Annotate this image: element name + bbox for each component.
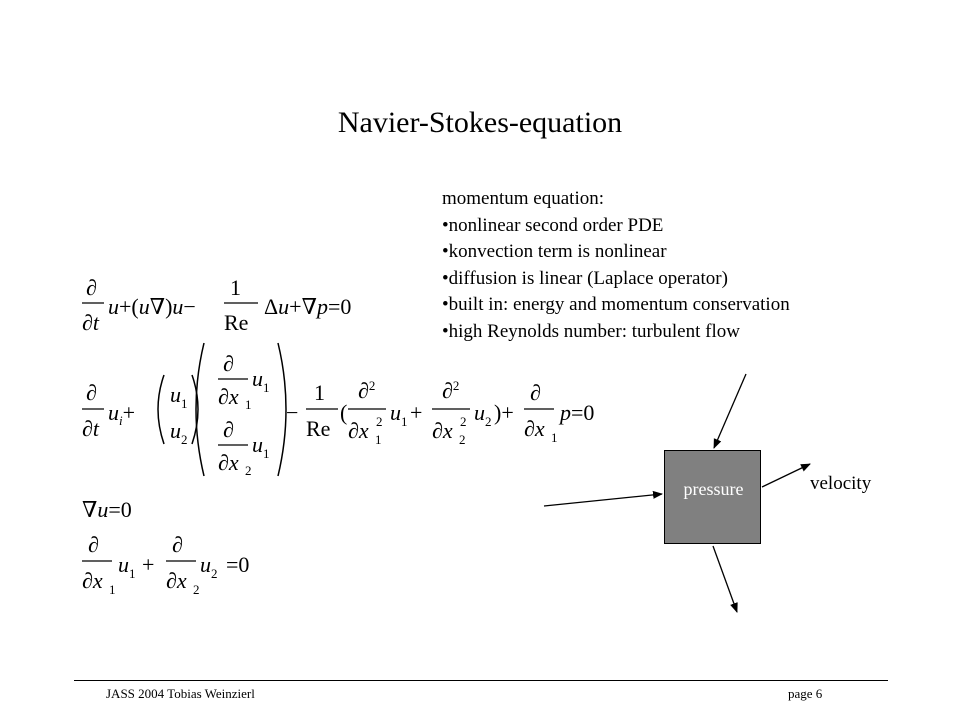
svg-text:∂x: ∂x	[82, 568, 103, 593]
svg-text:+: +	[410, 400, 422, 425]
svg-text:u: u	[200, 552, 211, 577]
svg-text:Re: Re	[224, 310, 248, 335]
arrow-in-left	[543, 490, 663, 507]
svg-text:∇u=0: ∇u=0	[82, 497, 132, 522]
svg-text:∂x: ∂x	[348, 418, 369, 443]
svg-text:u: u	[170, 418, 181, 443]
svg-text:∂: ∂	[223, 417, 234, 442]
svg-text:Δu+∇p=0: Δu+∇p=0	[264, 294, 351, 319]
svg-text:1: 1	[109, 582, 116, 597]
svg-text:∂: ∂	[88, 532, 99, 557]
svg-text:p=0: p=0	[558, 400, 594, 425]
svg-text:2: 2	[245, 463, 252, 478]
svg-text:u+(u∇)u−: u+(u∇)u−	[108, 294, 196, 319]
svg-text:u: u	[390, 400, 401, 425]
svg-text:∂x: ∂x	[218, 450, 239, 475]
slide-title: Navier-Stokes-equation	[337, 106, 623, 139]
note-item: •built in: energy and momentum conservat…	[442, 294, 790, 315]
svg-text:∂x: ∂x	[432, 418, 453, 443]
svg-text:2: 2	[211, 566, 218, 581]
arrow-out-bottom	[712, 545, 738, 613]
note-item: •high Reynolds number: turbulent flow	[442, 320, 740, 342]
svg-text:1: 1	[551, 430, 558, 445]
momentum-equation-vector: ∂ ∂t u+(u∇)u− 1 Re Δu+∇p=0	[82, 275, 351, 335]
svg-text:∂2: ∂2	[442, 378, 459, 403]
svg-text:∂: ∂	[223, 351, 234, 376]
svg-text:∂: ∂	[86, 275, 97, 300]
svg-text:=0: =0	[226, 552, 249, 577]
svg-text:∂t: ∂t	[82, 310, 100, 335]
svg-text:∂x: ∂x	[524, 416, 545, 441]
velocity-label: velocity	[810, 473, 872, 494]
svg-text:)+: )+	[494, 400, 514, 425]
footer-divider	[74, 680, 888, 681]
notes-heading: momentum equation:	[442, 188, 605, 209]
note-item: •nonlinear second order PDE	[442, 214, 664, 236]
svg-text:∂: ∂	[172, 532, 183, 557]
svg-text:u: u	[474, 400, 485, 425]
svg-text:ui+: ui+	[108, 400, 135, 428]
svg-text:2: 2	[459, 432, 466, 447]
svg-text:2: 2	[181, 432, 188, 447]
pressure-label: pressure	[683, 479, 744, 499]
svg-text:∂: ∂	[86, 380, 97, 405]
svg-text:∂t: ∂t	[82, 416, 100, 441]
svg-text:2: 2	[485, 414, 492, 429]
page-number: page 6	[788, 686, 823, 701]
svg-text:∂2: ∂2	[358, 378, 375, 403]
svg-text:1: 1	[245, 397, 252, 412]
svg-text:1: 1	[314, 380, 325, 405]
notes-list: momentum equation: •nonlinear second ord…	[442, 186, 790, 345]
svg-text:u: u	[252, 432, 263, 457]
arrow-in-top	[713, 373, 747, 449]
svg-text:+: +	[142, 552, 154, 577]
svg-text:(: (	[340, 400, 347, 425]
svg-text:2: 2	[460, 414, 467, 429]
pressure-box: pressure	[664, 450, 761, 544]
svg-text:1: 1	[263, 446, 270, 461]
svg-text:∂x: ∂x	[218, 384, 239, 409]
svg-text:1: 1	[230, 275, 241, 300]
svg-text:1: 1	[129, 566, 136, 581]
svg-text:∂x: ∂x	[166, 568, 187, 593]
continuity-equation-vector: ∇u=0	[82, 497, 132, 522]
note-item: •diffusion is linear (Laplace operator)	[442, 267, 728, 289]
svg-text:2: 2	[193, 582, 200, 597]
svg-text:∂: ∂	[530, 380, 541, 405]
svg-text:1: 1	[263, 380, 270, 395]
svg-text:1: 1	[181, 396, 188, 411]
svg-text:u: u	[170, 382, 181, 407]
svg-text:2: 2	[376, 414, 383, 429]
svg-text:1: 1	[375, 432, 382, 447]
svg-text:1: 1	[401, 414, 408, 429]
arrow-out-right	[761, 463, 811, 488]
svg-text:Re: Re	[306, 416, 330, 441]
svg-text:u: u	[252, 366, 263, 391]
footer-author: JASS 2004 Tobias Weinzierl	[106, 686, 255, 701]
svg-text:u: u	[118, 552, 129, 577]
note-item: •konvection term is nonlinear	[442, 241, 667, 262]
svg-text:−: −	[286, 400, 298, 425]
